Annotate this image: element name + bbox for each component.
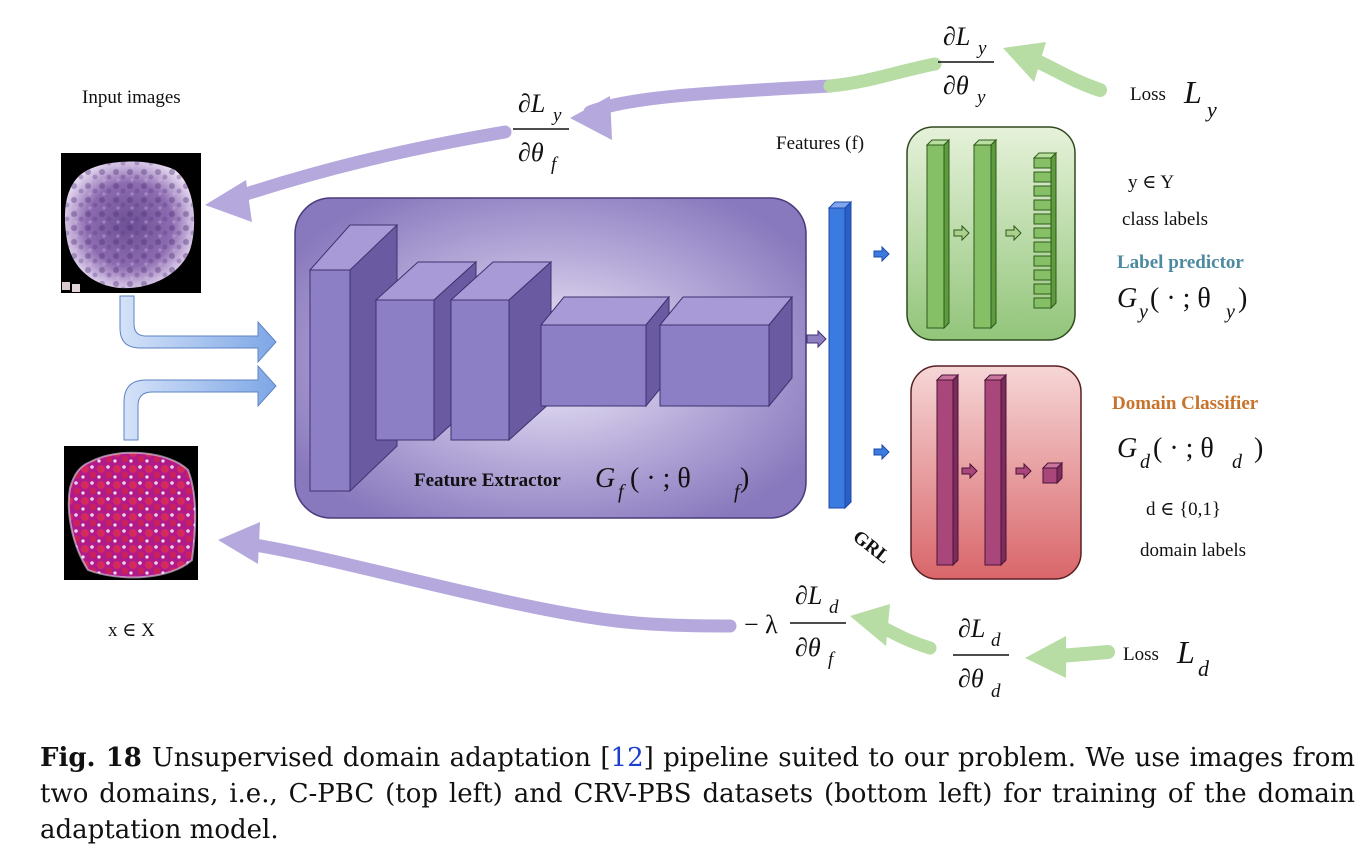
svg-text:Loss: Loss [1123,644,1159,665]
loss-d-arrow [1053,645,1115,663]
svg-text:y: y [1205,97,1217,122]
input-arrow-bottom [123,364,277,441]
svg-text:f: f [551,154,559,175]
grad-Ly-theta-y: ∂L y ∂θ y [938,22,994,108]
svg-text:f: f [828,649,836,670]
loss-d: Loss L d [1123,634,1210,681]
d-in-label: d ∈ {0,1} [1146,499,1221,520]
svg-text:∂θ: ∂θ [958,664,984,693]
svg-text:G: G [1117,433,1137,464]
backprop-arrow-top-left [233,125,512,203]
svg-text:): ) [1254,433,1263,464]
input-image-top [61,153,201,293]
svg-text:∂θ: ∂θ [518,138,544,167]
input-arrow-top [119,295,277,364]
gf-formula: G f ( · ; θ f ) [595,463,749,503]
grad-Ld-theta-d: ∂L d ∂θ d [953,614,1009,702]
backprop-arrow-top-green [823,57,942,93]
svg-text:∂θ: ∂θ [943,71,969,100]
y-in-Y-label: y ∈ Y [1128,172,1174,193]
grl-label: GRL [849,526,894,568]
svg-text:∂L: ∂L [795,581,822,610]
svg-text:f: f [734,481,742,503]
grad-Ly-theta-f: ∂L y ∂θ f [513,89,569,175]
loss-y-arrow [1023,51,1107,97]
fx-to-features-arrow [806,329,827,349]
svg-text:G: G [595,463,615,494]
label-predictor-layers [925,138,1058,330]
loss-d-grad-arrowhead [850,604,890,646]
domain-classifier-title: Domain Classifier [1112,393,1259,414]
domain-classifier-layers [935,373,1064,567]
svg-text:∂L: ∂L [943,22,970,51]
figure-caption: Fig. 18 Unsupervised domain adaptation [1… [40,740,1355,848]
caption-text-b: ] pipeline suited to our problem. We use… [40,743,1355,845]
svg-text:∂θ: ∂θ [795,633,821,662]
svg-text:L: L [1176,634,1195,670]
svg-text:Loss: Loss [1130,84,1166,105]
svg-text:y: y [1224,301,1235,323]
svg-text:y: y [1137,301,1148,323]
features-label: Features (f) [776,133,864,154]
svg-text:d: d [991,630,1001,651]
input-images-label: Input images [82,87,181,108]
gy-formula: G y ( · ; θ y ) [1117,283,1247,323]
svg-text:d: d [1198,656,1210,681]
citation-link[interactable]: 12 [610,743,644,773]
class-labels-label: class labels [1122,209,1208,230]
svg-text:d: d [991,681,1001,702]
svg-text:d: d [1232,451,1243,473]
grad-neg-lambda-Ld-theta-f: − λ ∂L d ∂θ f [744,581,846,670]
loss-y: Loss L y [1130,74,1217,122]
backprop-arrow-bottom [248,538,737,633]
features-to-domain-classifier-arrow [873,443,890,461]
figure-number: Fig. 18 [40,743,142,773]
svg-text:( · ; θ: ( · ; θ [1150,283,1211,314]
gd-formula: G d ( · ; θ d ) [1117,433,1263,473]
svg-text:− λ: − λ [744,610,778,639]
svg-text:): ) [1238,283,1247,314]
caption-text-a: Unsupervised domain adaptation [ [151,743,611,773]
svg-text:f: f [618,481,626,503]
svg-text:y: y [551,105,562,126]
feature-extractor-label: Feature Extractor [414,470,561,491]
backprop-arrow-top [583,79,837,119]
label-predictor-title: Label predictor [1117,252,1244,273]
backprop-arrowhead-top-right [570,96,612,140]
svg-text:d: d [1140,451,1151,473]
svg-text:y: y [975,87,986,108]
svg-text:L: L [1183,74,1202,110]
backprop-arrowhead-bottom [218,522,260,564]
svg-text:d: d [829,597,839,618]
features-to-label-predictor-arrow [873,245,890,263]
backprop-arrowhead-top-left [205,180,252,222]
feature-vector-bar [827,200,853,510]
svg-text:∂L: ∂L [958,614,985,643]
input-image-bottom [64,446,198,580]
svg-text:G: G [1117,283,1137,314]
domain-labels-label: domain labels [1140,540,1246,561]
svg-text:y: y [976,38,987,59]
loss-d-arrowhead [1025,636,1066,678]
loss-y-arrowhead [1003,42,1046,82]
svg-text:( · ; θ: ( · ; θ [630,463,691,494]
x-in-X-label: x ∈ X [108,620,155,641]
svg-text:): ) [740,463,749,494]
svg-text:∂L: ∂L [518,89,545,118]
svg-text:( · ; θ: ( · ; θ [1153,433,1214,464]
feature-extractor-layers [308,223,794,493]
